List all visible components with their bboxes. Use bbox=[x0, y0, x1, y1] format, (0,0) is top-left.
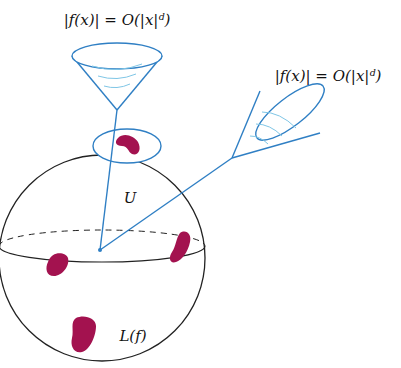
cone bbox=[72, 43, 162, 110]
cone bbox=[232, 75, 332, 158]
growth-bound-label: |f(x)| = O(|x|ᵈ) bbox=[64, 12, 171, 29]
ray-line bbox=[100, 158, 232, 250]
zero-set-blob bbox=[71, 316, 96, 352]
growth-bound-label: |f(x)| = O(|x|ᵈ) bbox=[275, 68, 382, 85]
zero-set-label: L(f) bbox=[119, 328, 146, 345]
zero-set-blob bbox=[170, 232, 190, 263]
cap-region bbox=[93, 129, 161, 163]
center-point bbox=[98, 248, 102, 252]
zero-set-blob bbox=[46, 253, 68, 276]
ray-line bbox=[100, 110, 117, 250]
zero-set-blob bbox=[116, 135, 140, 154]
region-label: U bbox=[124, 190, 137, 207]
sphere-outline bbox=[0, 155, 205, 361]
